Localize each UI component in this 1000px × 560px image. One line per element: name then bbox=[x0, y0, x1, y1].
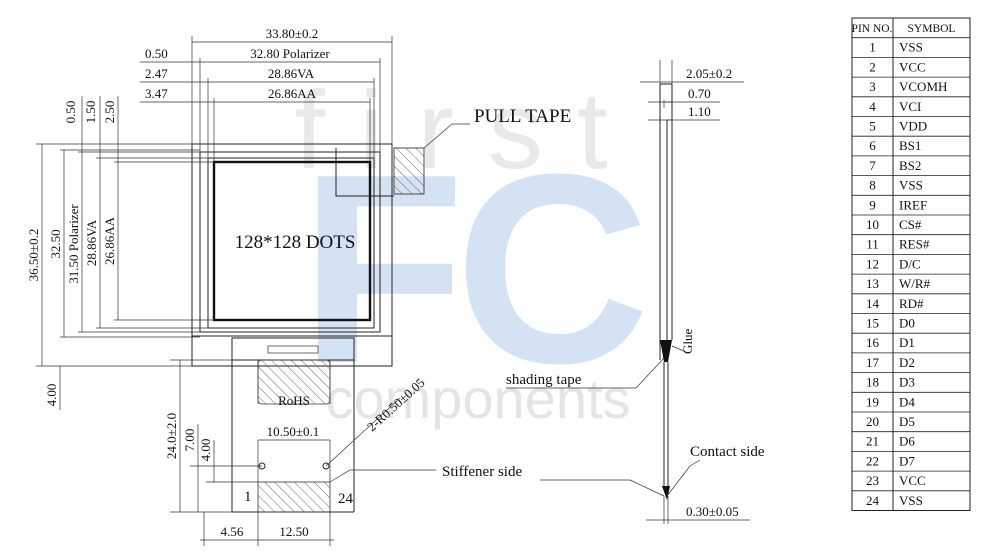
pin-symbol: VSS bbox=[899, 493, 923, 508]
pin-number: 10 bbox=[866, 217, 879, 232]
side-view: 2.05±0.2 0.70 1.10 Glue shading tape Con… bbox=[506, 60, 765, 524]
height-dimensions: 36.50±0.2 32.50 31.50 Polarizer 28.86VA … bbox=[26, 96, 214, 410]
pin-symbol: D4 bbox=[899, 394, 915, 409]
watermark-logo: FC bbox=[300, 119, 645, 420]
pin-number: 21 bbox=[866, 434, 879, 449]
glue-label: Glue bbox=[680, 329, 695, 355]
pin-symbol: D3 bbox=[899, 375, 915, 390]
pin-symbol: W/R# bbox=[899, 276, 931, 291]
pin-symbol: D/C bbox=[899, 256, 921, 271]
pin-symbol: D7 bbox=[899, 453, 915, 468]
dim-side-110: 1.10 bbox=[688, 104, 711, 119]
pin-number: 1 bbox=[869, 40, 876, 55]
pin-1-label: 1 bbox=[244, 489, 252, 505]
dim-fpc-length: 24.0±2.0 bbox=[164, 413, 179, 459]
pin-symbol: CS# bbox=[899, 217, 922, 232]
pin-symbol: D0 bbox=[899, 316, 915, 331]
dim-fpc-thickness: 0.30±0.05 bbox=[686, 504, 739, 519]
shading-tape-label: shading tape bbox=[506, 372, 582, 388]
pin-number: 20 bbox=[866, 414, 879, 429]
pin-number: 9 bbox=[869, 197, 876, 212]
contact-side-label: Contact side bbox=[690, 444, 765, 460]
dim-height-3250: 32.50 bbox=[48, 229, 63, 258]
pin-number: 15 bbox=[866, 316, 879, 331]
pin-number: 18 bbox=[866, 375, 879, 390]
pin-number: 13 bbox=[866, 276, 879, 291]
dim-top-250: 2.50 bbox=[102, 101, 117, 124]
pin-number: 7 bbox=[869, 158, 876, 173]
pin-number: 17 bbox=[866, 355, 880, 370]
pin-number: 14 bbox=[866, 296, 880, 311]
dim-top-050: 0.50 bbox=[63, 101, 78, 124]
pin-symbol: VSS bbox=[899, 178, 923, 193]
pin-number: 8 bbox=[869, 178, 876, 193]
dim-height-va: 28.86VA bbox=[84, 219, 99, 266]
pin-symbol: RD# bbox=[899, 296, 924, 311]
dim-fpc-700: 7.00 bbox=[182, 429, 197, 452]
pin-number: 4 bbox=[869, 99, 876, 114]
pin-symbol: BS1 bbox=[899, 138, 921, 153]
dim-fpc-400: 4.00 bbox=[198, 439, 213, 462]
pin-number: 6 bbox=[869, 138, 876, 153]
pin-number: 22 bbox=[866, 453, 879, 468]
pin-symbol: D6 bbox=[899, 434, 915, 449]
pin-symbol: IREF bbox=[899, 197, 927, 212]
pin-symbol: VSS bbox=[899, 40, 923, 55]
dim-hole-span: 10.50±0.1 bbox=[267, 424, 320, 439]
pull-tape-label: PULL TAPE bbox=[474, 106, 571, 127]
dim-side-070: 0.70 bbox=[688, 86, 711, 101]
dim-aa-width: 26.86AA bbox=[268, 86, 317, 101]
dim-offset-347: 3.47 bbox=[145, 86, 168, 101]
dots-label: 128*128 DOTS bbox=[235, 232, 356, 253]
rohs-label: RoHS bbox=[278, 393, 310, 408]
pin-number: 5 bbox=[869, 119, 876, 134]
dim-offset-247: 2.47 bbox=[145, 66, 168, 81]
watermark-top-text: first bbox=[294, 69, 641, 192]
pin-table-border bbox=[851, 17, 971, 511]
dim-height-aa: 26.86AA bbox=[102, 216, 117, 265]
dim-height-total: 36.50±0.2 bbox=[26, 229, 41, 282]
pin-number: 12 bbox=[866, 256, 879, 271]
width-dimensions: 33.80±0.2 32.80 Polarizer 0.50 28.86VA 2… bbox=[140, 26, 393, 162]
pin-symbol: D1 bbox=[899, 335, 915, 350]
dim-fpc-offset: 4.56 bbox=[221, 524, 244, 539]
dim-top-150: 1.50 bbox=[83, 101, 98, 124]
pin-symbol: VCC bbox=[899, 59, 926, 74]
stiffener-label: Stiffener side bbox=[442, 464, 522, 480]
pin-number: 19 bbox=[866, 394, 879, 409]
dim-bottom-400: 4.00 bbox=[44, 384, 59, 407]
dim-offset-050: 0.50 bbox=[145, 46, 168, 61]
pin-number: 2 bbox=[869, 59, 876, 74]
pin-number: 3 bbox=[869, 79, 876, 94]
pin-symbol: VDD bbox=[899, 119, 927, 134]
pin-number: 16 bbox=[866, 335, 880, 350]
pin-symbol: VCOMH bbox=[899, 79, 947, 94]
pin-24-label: 24 bbox=[338, 491, 354, 507]
pin-symbol: D5 bbox=[899, 414, 915, 429]
dim-height-polarizer: 31.50 Polarizer bbox=[66, 204, 81, 284]
dim-fpc-width: 12.50 bbox=[279, 524, 308, 539]
pin-number: 11 bbox=[866, 237, 879, 252]
pin-symbol: VCC bbox=[899, 473, 926, 488]
pin-symbol: VCI bbox=[899, 99, 921, 114]
dim-polarizer-width: 32.80 Polarizer bbox=[250, 46, 330, 61]
pin-table-header-pin: PIN NO. bbox=[852, 23, 893, 35]
pin-number: 24 bbox=[866, 493, 880, 508]
dim-side-thickness: 2.05±0.2 bbox=[686, 66, 732, 81]
pin-number: 23 bbox=[866, 473, 879, 488]
pin-symbol: BS2 bbox=[899, 158, 921, 173]
pin-symbol: D2 bbox=[899, 355, 915, 370]
pin-table-header-symbol: SYMBOL bbox=[908, 23, 956, 35]
dim-va-width: 28.86VA bbox=[268, 66, 315, 81]
watermark: first FC components bbox=[294, 69, 654, 430]
pin-symbol: RES# bbox=[899, 237, 930, 252]
dim-width-total: 33.80±0.2 bbox=[266, 26, 319, 41]
